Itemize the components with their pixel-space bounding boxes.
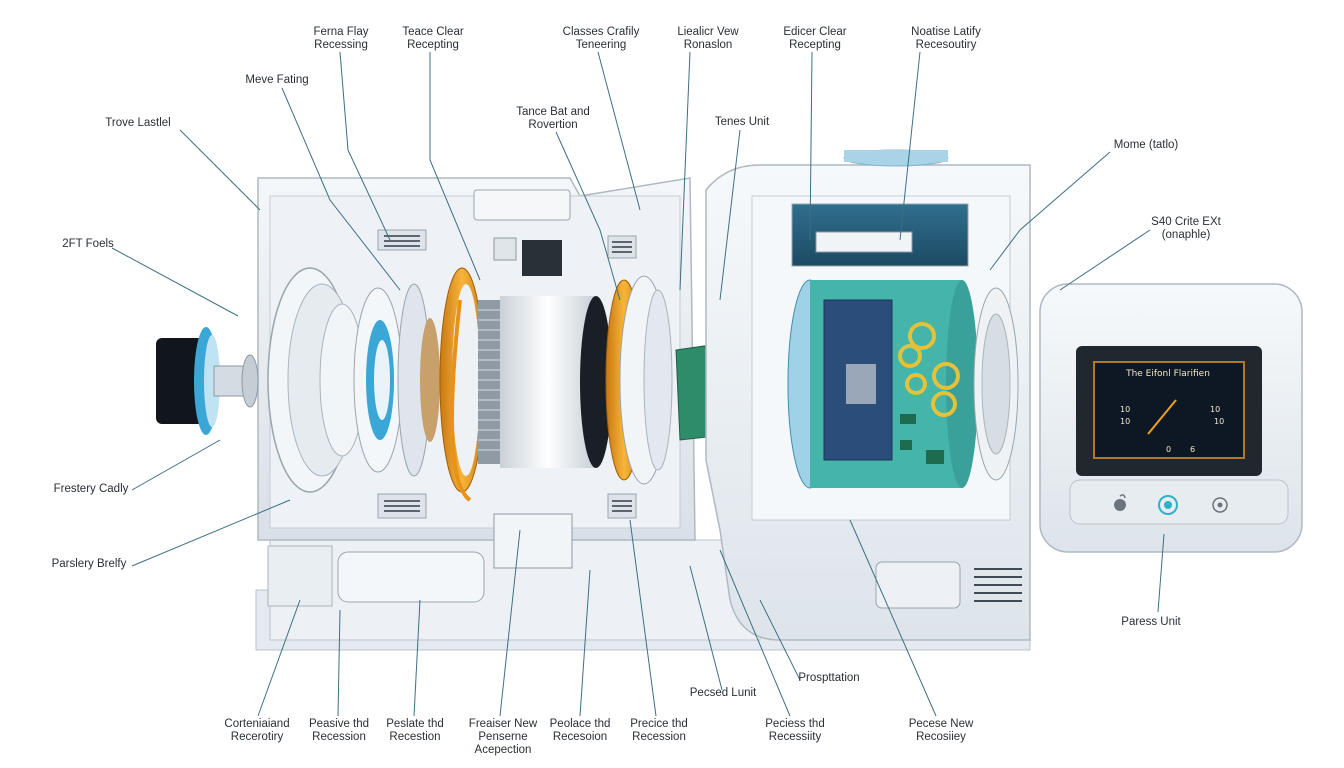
label-mome-tatlo: Mome (tatlo) [1113,139,1179,151]
label-peasive-thd: Peasive thd Recession [308,718,370,743]
label-corteniaiand: Corteniaiand Recerotiry [224,718,290,743]
label-prospttation: Prospttation [798,672,860,684]
label-teace-clear: Teace Clear Recepting [402,26,464,51]
screen-number: 10 [1210,405,1220,414]
screen-number: 10 [1120,405,1130,414]
label-noatise-latify: Noatise Latify Recesoutiry [911,26,981,51]
screen-title: The Eifonl Flarifien [1125,369,1210,379]
label-edicer-clear: Edicer Clear Recepting [783,26,847,51]
label-parslery-brelfy: Parslery Brelfy [51,558,127,570]
label-tenes-unit: Tenes Unit [714,116,770,128]
label-trove-lastlel: Trove Lastlel [105,117,171,129]
label-paress-unit: Paress Unit [1121,616,1181,628]
power-icon[interactable] [1158,495,1178,515]
screen-number: 10 [1120,417,1130,426]
label-tance-bat: Tance Bat and Rovertion [516,106,590,131]
label-ferna-flay: Ferna Flay Recessing [313,26,369,51]
label-meve-fating: Meve Fating [245,74,309,86]
screen-number: 6 [1190,445,1195,454]
settings-icon[interactable] [1212,497,1228,513]
label-precice-thd: Precice thd Recession [630,718,688,743]
label-2ft-foels: 2FT Foels [62,238,114,250]
vent-grilles [377,229,637,519]
label-frestery-cadly: Frestery Cadly [53,483,129,495]
label-pecese-new: Pecese New Recosiiey [908,718,974,743]
screen-number: 0 [1166,445,1171,454]
label-classes-crafily: Classes Crafily Teneering [562,26,640,51]
apple-icon[interactable] [1114,494,1126,511]
label-peciess-thd: Peciess thd Recessiity [765,718,825,743]
label-liealicr-vew: Liealicr Vew Ronaslon [677,26,739,51]
label-freaiser-new: Freaiser New Penserne Acepection [468,718,538,756]
label-peolace-thd: Peolace thd Recesoion [549,718,611,743]
label-s40-crite: S40 Crite EXt (onaphle) [1151,216,1221,241]
label-pecsed-lunit: Pecsed Lunit [689,687,757,699]
left-motor [156,327,259,435]
label-peslate-thd: Peslate thd Recestion [386,718,444,743]
screen-number: 10 [1214,417,1224,426]
